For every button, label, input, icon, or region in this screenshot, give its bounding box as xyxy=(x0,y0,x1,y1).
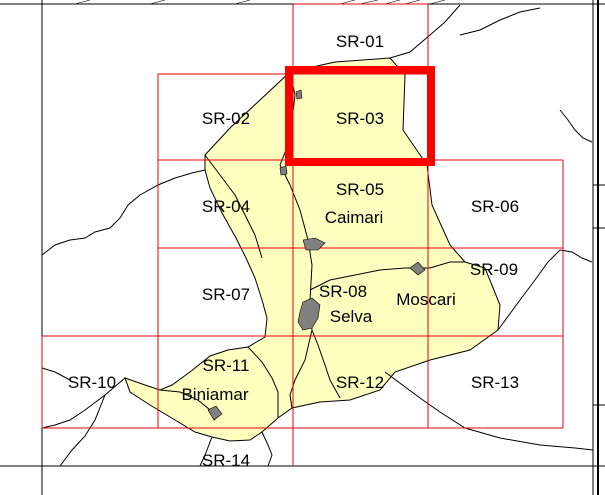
place-labels: Caimari Selva Moscari Biniamar xyxy=(181,208,455,404)
boundary-ne-arc xyxy=(459,7,541,36)
boundary-south-east-river xyxy=(384,371,594,451)
sheet-label-sr-10[interactable]: SR-10 xyxy=(68,373,116,392)
place-label-biniamar: Biniamar xyxy=(181,385,248,404)
sheet-label-sr-14[interactable]: SR-14 xyxy=(202,451,250,470)
sheet-label-sr-09[interactable]: SR-09 xyxy=(470,260,518,279)
boundary-inner-3 xyxy=(311,329,341,399)
sheet-label-sr-01[interactable]: SR-01 xyxy=(336,32,384,51)
boundary-south-2 xyxy=(261,431,273,467)
sheet-label-sr-06[interactable]: SR-06 xyxy=(471,197,519,216)
boundary-east-wave xyxy=(559,249,593,263)
boundary-inner-6 xyxy=(247,346,279,418)
urban-moscari xyxy=(409,261,426,276)
sheet-label-sr-11[interactable]: SR-11 xyxy=(203,356,250,375)
sheet-label-sr-03[interactable]: SR-03 xyxy=(336,109,384,128)
sheet-label-sr-12[interactable]: SR-12 xyxy=(336,373,384,392)
sheet-label-sr-05[interactable]: SR-05 xyxy=(336,180,384,199)
sheet-label-sr-13[interactable]: SR-13 xyxy=(471,373,519,392)
sheet-label-sr-07[interactable]: SR-07 xyxy=(202,285,250,304)
place-label-moscari: Moscari xyxy=(396,290,456,309)
boundary-west-2 xyxy=(41,377,126,429)
sheet-label-sr-02[interactable]: SR-02 xyxy=(202,109,250,128)
boundary-west-4 xyxy=(41,367,71,381)
place-label-selva: Selva xyxy=(330,307,373,326)
sheet-label-sr-04[interactable]: SR-04 xyxy=(202,197,250,216)
sheet-labels: SR-01 SR-02 SR-03 SR-04 SR-05 SR-06 SR-0… xyxy=(68,32,519,470)
urban-west xyxy=(279,165,288,176)
sheet-label-sr-08[interactable]: SR-08 xyxy=(319,282,367,301)
urban-selva xyxy=(297,297,321,331)
boundary-east-curve xyxy=(559,109,593,143)
coast-south-east xyxy=(497,249,561,331)
boundary-west-3 xyxy=(59,394,106,467)
urban-areas xyxy=(207,89,426,421)
place-label-caimari: Caimari xyxy=(325,208,384,227)
boundary-west-1 xyxy=(41,169,206,256)
urban-north xyxy=(295,89,303,100)
boundary-south-1 xyxy=(199,436,213,467)
boundary-inner-4 xyxy=(309,261,465,291)
highlighted-sheet-sr-03[interactable] xyxy=(285,66,435,166)
coast-north-east xyxy=(389,4,461,59)
urban-biniamar xyxy=(207,405,223,421)
top-hatch xyxy=(74,0,446,5)
urban-caimari xyxy=(302,237,326,251)
boundary-inner-1 xyxy=(204,154,263,259)
